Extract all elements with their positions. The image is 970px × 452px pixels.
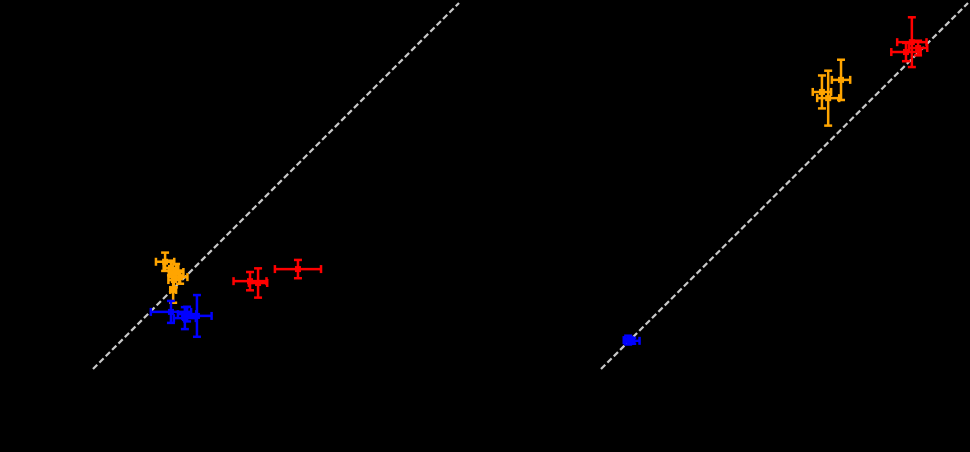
left-scatter-panel xyxy=(92,2,460,370)
data-point xyxy=(830,58,852,102)
data-point xyxy=(890,41,922,63)
marker xyxy=(162,258,169,265)
marker xyxy=(167,308,174,315)
marker xyxy=(908,39,915,46)
data-point xyxy=(247,267,269,299)
marker xyxy=(181,315,188,322)
marker xyxy=(167,264,174,271)
reference-line xyxy=(600,2,969,370)
data-point xyxy=(907,39,929,57)
marker xyxy=(170,286,177,293)
marker xyxy=(255,279,262,286)
series-blue xyxy=(149,293,213,339)
marker xyxy=(629,337,636,344)
marker xyxy=(902,49,909,56)
marker xyxy=(825,95,832,102)
marker xyxy=(294,266,301,273)
data-point xyxy=(811,74,833,110)
data-point xyxy=(172,305,198,331)
right-scatter-panel xyxy=(600,2,969,370)
marker xyxy=(915,45,922,52)
data-point xyxy=(273,258,323,280)
reference-line xyxy=(92,2,460,370)
marker xyxy=(818,88,825,95)
series-orange xyxy=(811,58,852,127)
series-blue xyxy=(622,334,641,346)
marker xyxy=(838,76,845,83)
marker xyxy=(184,311,191,318)
series-red xyxy=(232,258,323,299)
series-orange xyxy=(154,251,189,305)
series-red xyxy=(890,16,929,69)
data-point xyxy=(623,336,641,345)
